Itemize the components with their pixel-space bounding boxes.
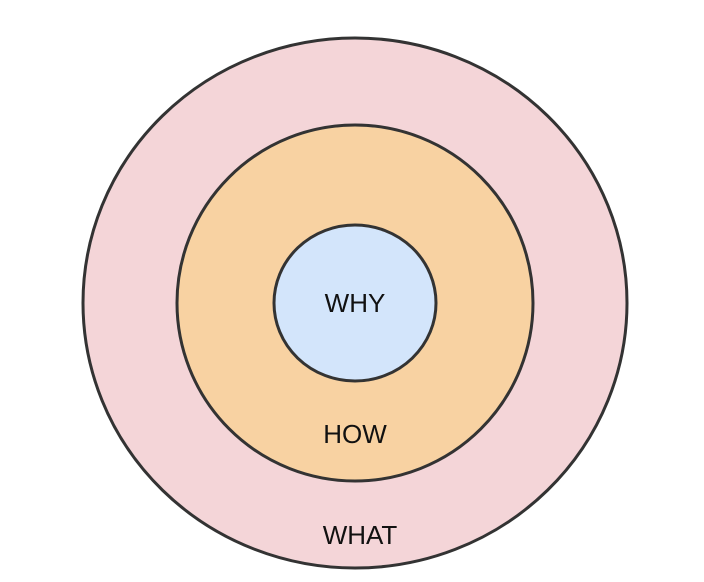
how-label: HOW	[323, 419, 387, 449]
what-label: WHAT	[323, 520, 398, 550]
why-ring	[272, 223, 438, 383]
why-label: WHY	[325, 288, 386, 318]
